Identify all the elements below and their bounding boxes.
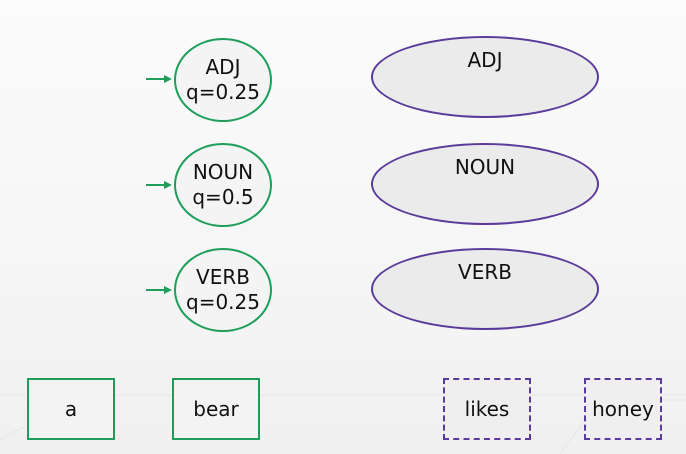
word-box-likes: likes — [443, 378, 531, 440]
state-node-adj: ADJ q=0.25 — [174, 38, 272, 122]
state-node-verb: VERB q=0.25 — [174, 248, 272, 332]
word-label: a — [64, 397, 78, 421]
oval-node-noun: NOUN — [371, 143, 599, 225]
word-label: honey — [592, 397, 654, 421]
oval-label: ADJ — [467, 48, 503, 72]
state-tag: NOUN — [192, 160, 254, 184]
start-arrow-noun — [146, 181, 172, 189]
word-label: likes — [464, 397, 510, 421]
state-tag: ADJ — [205, 55, 241, 79]
state-probability: q=0.25 — [186, 290, 260, 314]
start-arrow-verb — [146, 286, 172, 294]
word-box-bear: bear — [172, 378, 260, 440]
oval-label: VERB — [458, 260, 512, 284]
start-arrow-adj — [146, 75, 172, 83]
state-tag: VERB — [196, 265, 250, 289]
oval-label: NOUN — [454, 155, 516, 179]
oval-node-adj: ADJ — [371, 36, 599, 118]
word-box-honey: honey — [584, 378, 662, 440]
state-probability: q=0.5 — [192, 185, 254, 209]
word-box-a: a — [27, 378, 115, 440]
oval-node-verb: VERB — [371, 248, 599, 330]
state-node-noun: NOUN q=0.5 — [174, 143, 272, 227]
word-label: bear — [193, 397, 239, 421]
state-probability: q=0.25 — [186, 80, 260, 104]
